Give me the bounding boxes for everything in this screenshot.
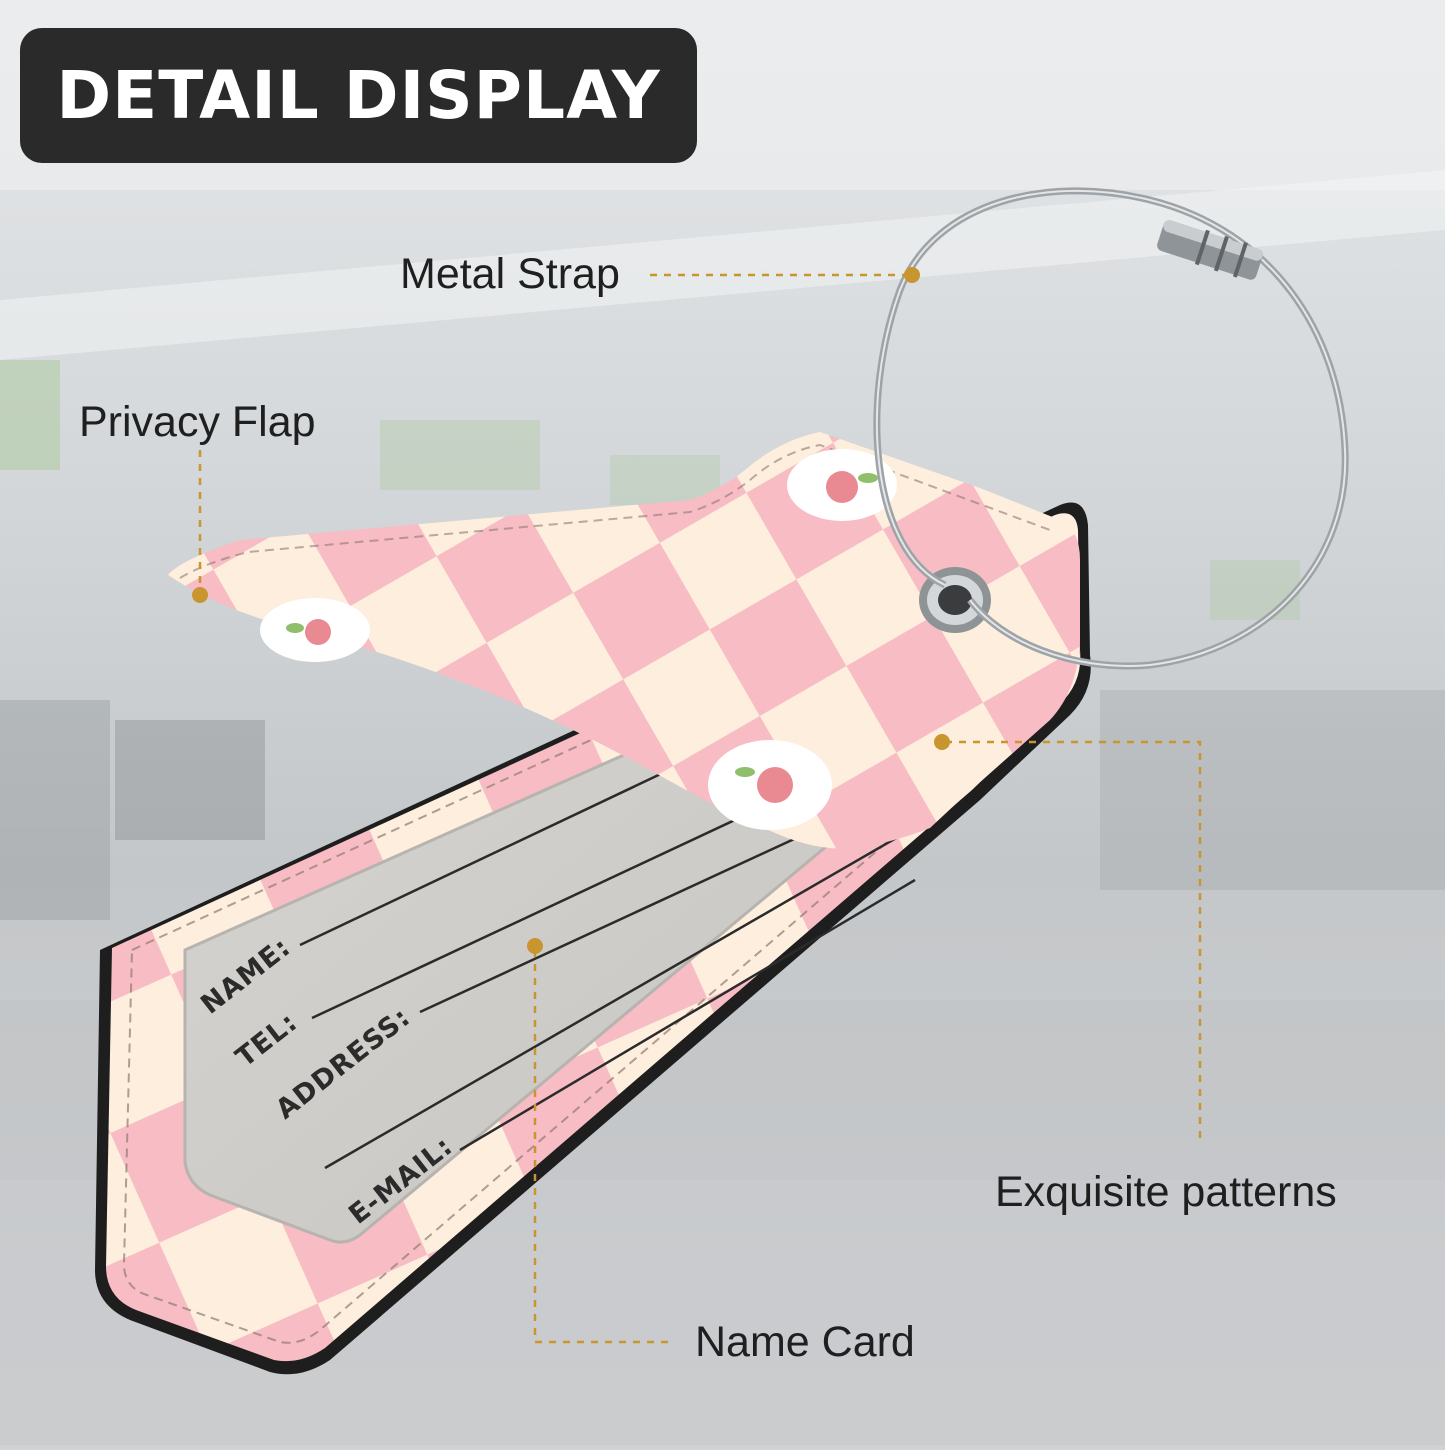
callout-dots	[192, 267, 950, 954]
privacy-flap	[168, 432, 1080, 849]
detail-display-banner: DETAIL DISPLAY	[20, 28, 697, 163]
flower-icon	[260, 598, 370, 662]
flower-icon	[787, 449, 897, 521]
metal-strap	[873, 187, 1349, 670]
name-card-label: Name Card	[695, 1318, 915, 1366]
banner-title: DETAIL DISPLAY	[56, 57, 661, 134]
screw-lock-icon	[1157, 220, 1263, 280]
callout-lines	[198, 273, 1202, 1344]
privacy-flap-label: Privacy Flap	[79, 398, 316, 446]
flower-icon	[708, 740, 832, 830]
metal-strap-label: Metal Strap	[400, 250, 620, 298]
exquisite-patterns-label: Exquisite patterns	[995, 1168, 1337, 1216]
